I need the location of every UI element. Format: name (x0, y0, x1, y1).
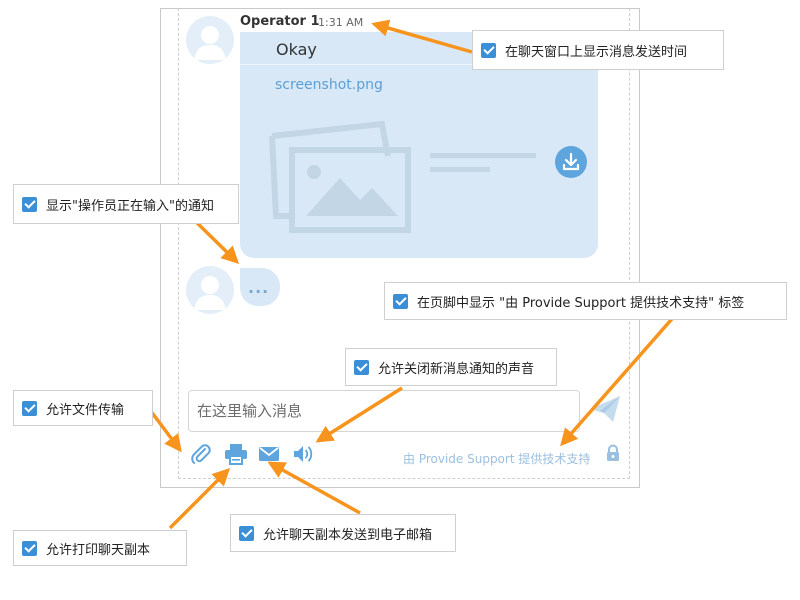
bubble-divider (240, 64, 598, 65)
checkbox-checked-icon[interactable] (481, 42, 496, 58)
printer-icon[interactable] (224, 443, 248, 465)
checkbox-checked-icon[interactable] (239, 525, 254, 541)
callout-typing-notice: 显示"操作员正在输入"的通知 (13, 184, 239, 224)
callout-email-transcript: 允许聊天副本发送到电子邮箱 (230, 514, 456, 552)
callout-label: 允许聊天副本发送到电子邮箱 (263, 527, 433, 543)
checkbox-checked-icon[interactable] (22, 196, 37, 212)
callout-label: 允许打印聊天副本 (46, 542, 151, 558)
avatar-icon (194, 276, 226, 310)
operator-avatar-typing (186, 266, 234, 314)
envelope-icon[interactable] (258, 446, 280, 462)
typing-indicator: ... (248, 278, 270, 297)
callout-show-time: 在聊天窗口上显示消息发送时间 (472, 30, 724, 70)
callout-print-transcript: 允许打印聊天副本 (13, 530, 187, 566)
paperclip-icon[interactable] (190, 443, 212, 465)
checkbox-checked-icon[interactable] (393, 293, 408, 309)
callout-file-transfer: 允许文件传输 (13, 390, 153, 426)
image-placeholder-icon (269, 120, 536, 233)
callout-label: 允许文件传输 (46, 402, 125, 418)
send-button[interactable] (588, 394, 622, 424)
message-time: 1:31 AM (318, 16, 364, 29)
callout-label: 在聊天窗口上显示消息发送时间 (505, 44, 688, 60)
operator-name: Operator 1 (240, 14, 320, 29)
callout-label: 允许关闭新消息通知的声音 (378, 361, 535, 377)
download-icon (562, 152, 580, 171)
message-input[interactable] (188, 390, 580, 432)
powered-by-label[interactable]: 由 Provide Support 提供技术支持 (403, 452, 591, 466)
avatar-icon (194, 26, 226, 60)
operator-avatar (186, 16, 234, 64)
callout-sound-toggle: 允许关闭新消息通知的声音 (345, 348, 557, 386)
speaker-icon[interactable] (292, 443, 316, 465)
checkbox-checked-icon[interactable] (22, 540, 37, 556)
send-icon (590, 396, 620, 422)
file-link[interactable]: screenshot.png (275, 77, 383, 93)
message-text: Okay (276, 40, 317, 59)
typing-indicator-bubble (240, 268, 280, 306)
chat-content-area (178, 8, 630, 479)
checkbox-checked-icon[interactable] (22, 400, 37, 416)
lock-icon (607, 444, 619, 461)
callout-label: 显示"操作员正在输入"的通知 (46, 198, 214, 214)
callout-label: 在页脚中显示 "由 Provide Support 提供技术支持" 标签 (417, 295, 745, 311)
download-button[interactable] (555, 146, 587, 178)
callout-footer-label: 在页脚中显示 "由 Provide Support 提供技术支持" 标签 (384, 282, 787, 320)
checkbox-checked-icon[interactable] (354, 359, 369, 375)
